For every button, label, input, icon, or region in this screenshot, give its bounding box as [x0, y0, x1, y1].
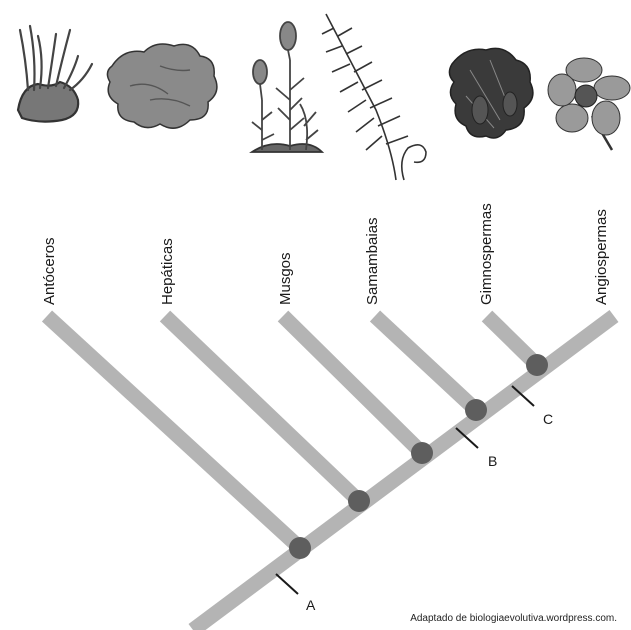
branch-hepaticas	[165, 316, 359, 501]
node-4	[465, 399, 487, 421]
taxon-label-gimnospermas: Gimnospermas	[478, 203, 495, 305]
marker-tick-a	[276, 574, 298, 594]
main-branch	[193, 316, 614, 630]
node-1	[289, 537, 311, 559]
taxon-label-angiospermas: Angiospermas	[593, 209, 610, 305]
moss-icon	[252, 22, 322, 152]
hornwort-icon	[18, 26, 92, 122]
marker-label-c: C	[543, 411, 553, 427]
node-2	[348, 490, 370, 512]
branch-samambaias	[375, 316, 476, 410]
taxon-label-musgos: Musgos	[277, 252, 294, 305]
taxon-label-hepaticas: Hepáticas	[159, 238, 176, 305]
liverwort-icon	[107, 44, 216, 128]
source-credit: Adaptado de biologiaevolutiva.wordpress.…	[410, 613, 617, 624]
taxon-label-samambaias: Samambaias	[364, 217, 381, 305]
node-3	[411, 442, 433, 464]
conifer-icon	[449, 48, 532, 138]
branch-antoceros	[47, 316, 300, 548]
flower-icon	[548, 58, 630, 150]
taxon-label-antoceros: Antóceros	[41, 237, 58, 305]
fern-icon	[322, 14, 426, 180]
marker-label-b: B	[488, 453, 497, 469]
marker-label-a: A	[306, 597, 316, 613]
node-5	[526, 354, 548, 376]
